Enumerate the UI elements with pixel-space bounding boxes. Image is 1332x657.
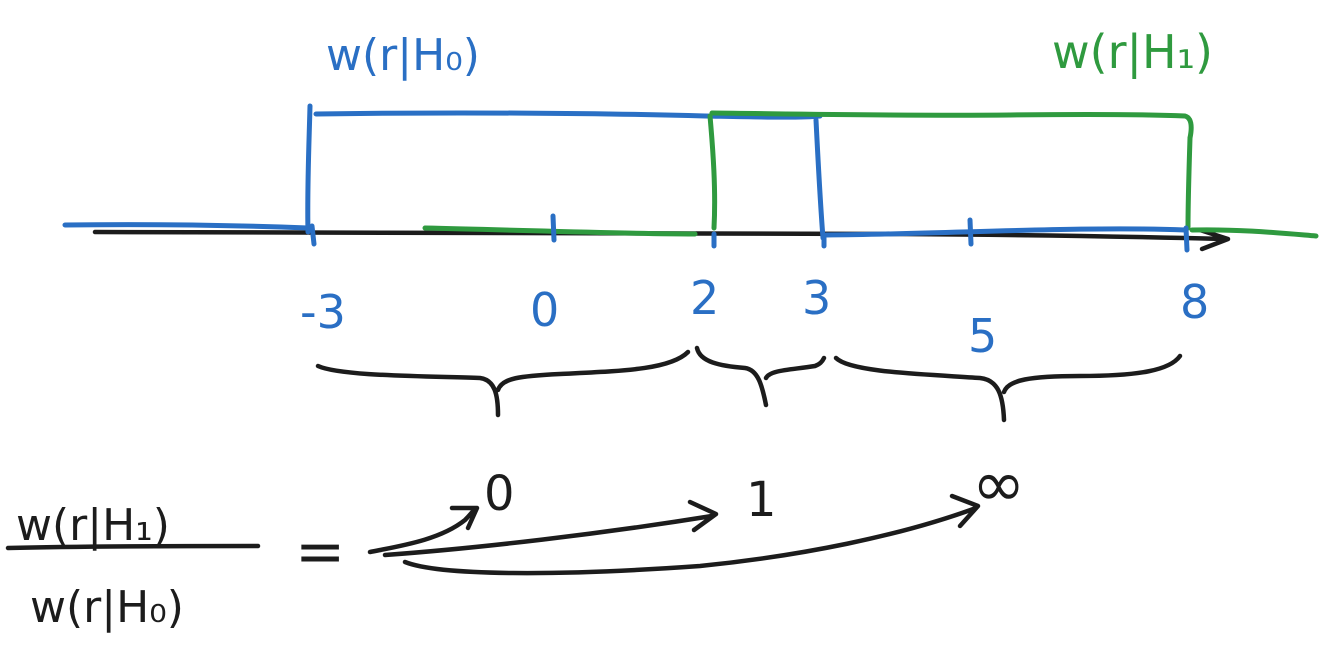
h0-right-baseline [823,226,1188,238]
brace-interval-minus3-2 [315,349,691,418]
h1-left-baseline [422,225,698,237]
axis-tick-marks [309,213,1190,253]
h1-right-baseline [1189,227,1319,239]
equals-sign: = [295,517,345,587]
tick-mark-0 [550,213,557,243]
h0-density-curve [62,103,1188,241]
h0-left-edge [305,103,313,235]
h0-right-edge [813,117,826,241]
likelihood-ratio: w(r|H₁) w(r|H₀) = [5,500,345,633]
number-axis [92,227,1231,252]
h1-density-label: w(r|H₁) [1052,25,1213,80]
ratio-arrows [367,493,981,576]
tick-mark-minus3 [309,223,317,247]
result-infinity: ∞ [972,448,1025,522]
tick-label-0: 0 [530,283,559,337]
tick-label-5: 5 [968,309,997,363]
tick-label-3: 3 [802,271,831,325]
interval-braces [315,345,1183,423]
tick-label-2: 2 [690,271,719,325]
h1-right-edge [1185,135,1193,231]
axis-arrowhead [1197,227,1231,252]
arrow-to-one [382,499,719,558]
result-zero: 0 [484,466,515,522]
axis-tick-labels: -3 0 2 3 5 8 [300,271,1209,363]
arrow-to-zero [367,505,480,555]
arrow-to-infinity [402,493,981,576]
tick-label-minus3: -3 [300,285,346,339]
tick-mark-5 [967,217,974,247]
tick-mark-8 [1183,225,1190,253]
h1-top [709,110,1194,141]
ratio-numerator: w(r|H₁) [16,500,170,551]
h0-top [313,110,823,120]
fraction-bar [5,543,261,551]
brace-interval-3-8 [833,353,1183,423]
tick-label-8: 8 [1180,275,1209,329]
ratio-denominator: w(r|H₀) [30,582,184,633]
result-one: 1 [746,472,777,528]
h1-density-curve [422,110,1319,239]
h0-density-label: w(r|H₀) [326,30,480,81]
axis-line [92,228,1228,242]
ratio-results: 0 1 ∞ [484,448,1025,528]
h1-left-edge [707,113,718,231]
h0-left-baseline [62,222,311,231]
brace-interval-2-3 [694,345,827,408]
